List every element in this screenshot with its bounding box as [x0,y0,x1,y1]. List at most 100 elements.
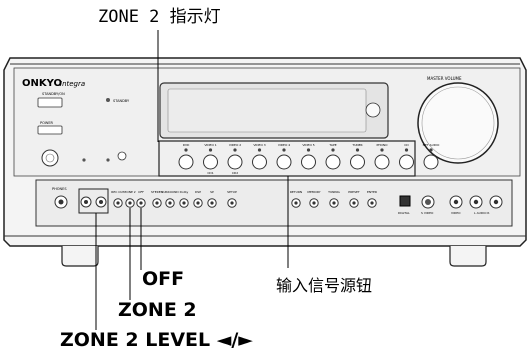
s-video-label: S VIDEO [421,211,434,215]
lower-panel [35,179,513,227]
input-button-net-audio[interactable] [423,154,439,170]
lower-label-dolby: Dolby [180,190,189,194]
input-button-phono[interactable] [374,154,390,170]
input-button-video-1[interactable] [203,154,218,170]
input-led-tape [331,148,335,152]
input-button-dvd[interactable] [178,154,194,170]
lower-label-sp: SP [210,190,214,194]
remote-sensor [365,102,381,118]
input-label-net-audio: NET AUDIO [423,143,440,147]
input-label-phono: PHONO [376,143,388,147]
phones-label: PHONES [52,187,67,191]
master-volume-knob[interactable] [417,82,499,164]
input-led-video-5 [306,148,311,152]
master-volume-knob-rim [421,86,495,160]
digital-label: DIGITAL [398,211,410,215]
input-button-tape[interactable] [325,154,341,170]
zone2-level-button-center-0 [84,200,88,204]
lower-button-center-dolby [182,201,186,205]
input-label-video-3: VIDEO 3 [253,143,265,147]
lower-button-center-surround [168,201,172,205]
input-label-tape: TAPE [328,143,336,147]
lower-label-enter: ENTER [367,190,377,194]
left-foot [61,246,99,267]
input-led-video-4 [282,148,286,152]
input-led-phono [380,148,384,152]
input-button-video-2[interactable] [227,154,243,170]
input-label-cd: CD [404,143,409,147]
power-button[interactable] [37,125,63,135]
master-volume-label: MASTER VOLUME [427,76,462,81]
lower-label-tuning: TUNING [327,190,340,194]
input-led-video-3 [257,148,262,152]
indicator-dot-1 [82,158,86,162]
input-button-video-4[interactable] [276,154,292,170]
lower-button-center-memory [312,201,316,205]
input-selector-frame [158,140,416,177]
cd-label-1: CD1 [207,171,213,175]
zone2-power-knob[interactable] [41,149,59,167]
zone2-callout: ZONE 2 [118,299,197,321]
audio-l-jack-inner [473,199,479,205]
input-label-video-4: VIDEO 4 [278,143,290,147]
brand-logo: ONKYO [22,78,62,89]
input-label-tuner: TUNER [351,143,362,147]
input-button-video-3[interactable] [252,154,267,170]
input-button-cd[interactable] [399,154,414,170]
lower-button-center-preset [352,201,356,205]
cd-label-2: CD2 [232,171,238,175]
input-label-video-2: VIDEO 2 [229,143,241,147]
lower-label-memory: MEMORY [307,190,320,194]
input-led-cd [404,148,409,152]
input-label-video-5: VIDEO 5 [302,143,314,147]
input-selector-callout: 输入信号源钮 [276,276,373,295]
input-led-net-audio [429,148,433,152]
lower-button-center-dsp [196,201,200,205]
video-jack-inner [453,199,459,205]
lower-button-center-rec-out [116,201,120,205]
zone2-indicator-callout: ZONE 2 指示灯 [98,7,221,27]
lower-button-center-tuning [332,201,336,205]
input-button-tuner[interactable] [350,154,365,170]
standby-on-label: STANDBY/ON [42,92,65,96]
off-callout: OFF [142,268,185,290]
right-foot [449,246,487,267]
lower-label-stereo: STEREO [151,190,164,194]
lower-button-center-off [139,201,143,205]
lower-button-center-stereo [155,201,159,205]
standby-indicator-label: STANDBY [113,99,130,103]
indicator-dot-2 [106,158,110,162]
digital-input-jack[interactable] [399,195,411,207]
lower-label-dsp: DSP [195,190,201,194]
input-led-tuner [355,148,360,152]
lower-label-return: RETURN [290,190,302,194]
knob-inner [45,153,55,163]
input-label-dvd: DVD [183,143,190,147]
lower-button-center-return [294,201,298,205]
input-led-video-2 [233,148,237,152]
audio-selector-button[interactable] [117,151,127,161]
audio-r-jack-inner [493,199,499,205]
display-inner [167,88,367,133]
lower-label-zone-2: ZONE 2 [124,190,136,194]
lower-label-setup: SETUP [227,190,237,194]
lower-label-rec-out: REC OUT [111,190,125,194]
lower-label-off: OFF [138,190,144,194]
lower-button-center-enter [370,201,374,205]
standby-on-button[interactable] [37,97,63,108]
lower-button-center-setup [230,201,234,205]
s-video-jack-inner [425,199,431,205]
sub-brand-logo: Integra [60,80,85,88]
zone2-level-button-center-1 [99,200,103,204]
phones-jack-inner [58,199,64,205]
input-button-video-5[interactable] [301,154,316,170]
input-label-video-1: VIDEO 1 [204,143,216,147]
input-led-video-1 [208,148,213,152]
audio-label: L AUDIO R [474,211,489,215]
standby-indicator [106,98,110,102]
lower-label-preset: PRESET [348,190,360,194]
lower-label-surround: SURROUND [161,190,179,194]
zone2-level-frame [78,188,109,214]
